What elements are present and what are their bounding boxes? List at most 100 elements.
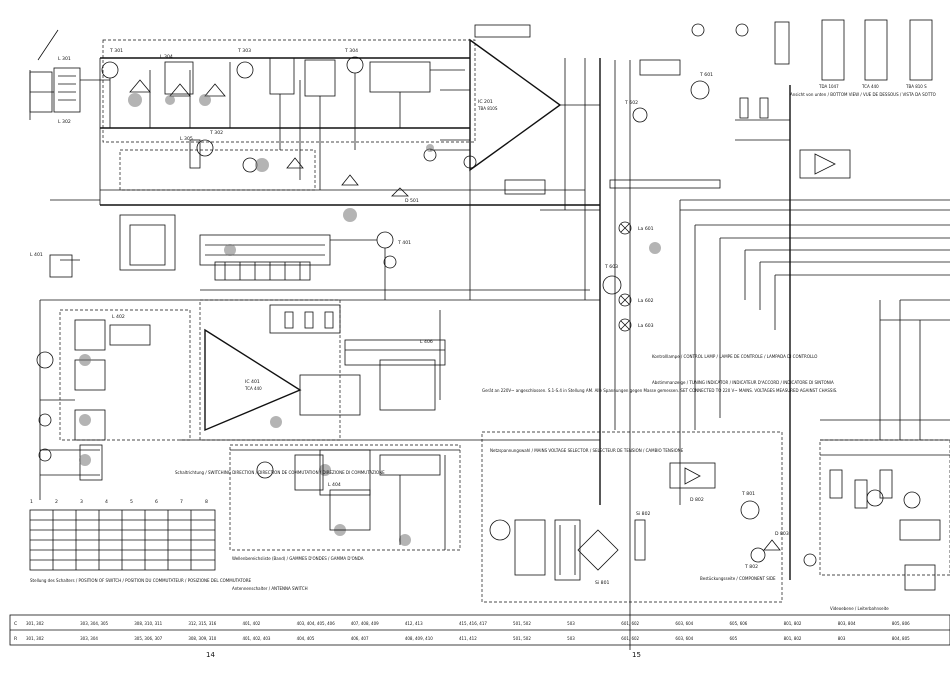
inductor-label-L301: L 301 [58, 56, 71, 62]
reference-strip: C R 301, 302 303, 304, 305 308, 310, 311 31… [9, 614, 950, 646]
lamp-label-La602: La 602 [638, 298, 654, 304]
diode-label-D501: D 501 [405, 198, 419, 204]
bottom-legend-right: Videoebene / Leiterbahnseite [830, 606, 889, 611]
strip-cell: 308, 309, 310 [188, 636, 216, 641]
switching-direction-text: Schaltrichtung / SWITCHING DIRECTION / D… [175, 470, 385, 475]
rf-stage: T 301 T 302 T 303 T 304 L 304 L 305 D 50… [101, 39, 476, 204]
strip-cell: 308, 310, 311 [134, 621, 162, 626]
switch-grid-h4: 5 [130, 499, 133, 505]
switch-grid-h0: 1 [30, 499, 33, 505]
strip-cell: 305, 306, 307 [134, 636, 162, 641]
inductor-label-L401: L 401 [30, 252, 43, 258]
antenna-note-text: Antennenschalter / ANTENNA SWITCH [232, 586, 308, 591]
audio-output-section: L 404 [229, 444, 461, 551]
strip-cell: 605 [730, 636, 738, 641]
strip-cell: 603, 604 [675, 621, 693, 626]
if-section: T 401 [119, 214, 411, 300]
fuse-label-Si802: Si 802 [636, 511, 650, 517]
switch-positions-note: Stellung des Schalters / POSITION OF SWI… [30, 578, 252, 583]
strip-cell: 404, 405 [297, 636, 315, 641]
strip-cell: 403, 404, 405, 406 [297, 621, 336, 626]
strip-cell: 303, 304, 305 [80, 621, 108, 626]
strip-cell: 803 [838, 636, 846, 641]
switch-grid-h1: 2 [55, 499, 58, 505]
strip-cell: 803, 804 [838, 621, 856, 626]
strip-cell: 415, 416, 417 [459, 621, 487, 626]
wave-band-text: Wellenbereichsliste (Band) / GAMMES D'ON… [232, 556, 364, 561]
transistor-label-T302: T 302 [209, 130, 223, 136]
transistor-label-T802: T 802 [744, 564, 758, 570]
right-switch-bank [819, 439, 950, 591]
inductor-label-L406: L 406 [420, 339, 433, 345]
ic-package-label-0: TDA 1047 [818, 84, 839, 89]
note-block-text: Gerät an 220V~ angeschlossen. S.1-S.4 in… [482, 388, 837, 393]
strip-cell: 407, 408, 409 [351, 621, 379, 626]
tuning-column: L 402 [36, 309, 191, 481]
power-supply: Si 801 T 801 T 802 D 802 D 803 Si 802 [481, 431, 817, 603]
ic-package-label-1: TCA 440 [861, 84, 879, 89]
transistor-label-T601: T 601 [699, 72, 713, 78]
switch-grid-h2: 3 [80, 499, 83, 505]
inductor-label-L302: L 302 [58, 119, 71, 125]
strip-cell: 601, 602 [621, 621, 639, 626]
strip-cell: 412, 413 [405, 621, 423, 626]
lamp-section: La 601 La 602 La 603 T 603 T 601 T 602 [602, 59, 851, 332]
diode-label-D803: D 803 [775, 531, 789, 537]
bottom-view-note: Ansicht von unten / BOTTOM VIEW / VUE DE… [790, 92, 936, 97]
mains-section-text: Netzspannungswahl / MAINS VOLTAGE SELECT… [490, 448, 684, 453]
strip-cell: 801, 802 [784, 636, 802, 641]
switch-grid-h3: 4 [105, 499, 108, 505]
ic401-block: IC 401 TCA 440 L 406 [199, 299, 446, 441]
strip-cell: 411, 412 [459, 636, 477, 641]
transistor-label-T602: T 602 [624, 100, 638, 106]
inductor-label-L402: L 402 [112, 314, 125, 320]
transistor-label-T603: T 603 [604, 264, 618, 270]
strip-cell: 312, 315, 316 [188, 621, 216, 626]
inductor-label-L304: L 304 [160, 54, 173, 60]
strip-cell: 503 [567, 636, 575, 641]
inductor-label-L305: L 305 [180, 136, 193, 142]
inductor-label-L404: L 404 [328, 482, 341, 488]
strip-cell: 406, 407 [351, 636, 369, 641]
ic401-label: IC 401 [245, 379, 260, 385]
lamp-label-La603: La 603 [638, 323, 654, 329]
strip-cell: 401, 402, 403 [242, 636, 270, 641]
strip-cell: 401, 402 [242, 621, 260, 626]
lamp-label-La601: La 601 [638, 226, 654, 232]
page-number-right: 15 [632, 651, 641, 659]
ic201-amp: IC 201 TBA 810S [423, 24, 600, 195]
strip-row-letter-C: C [14, 621, 17, 627]
bus-lines [39, 57, 950, 650]
ic201-type: TBA 810S [477, 106, 498, 111]
switch-grid-h6: 7 [180, 499, 183, 505]
transistor-label-T801: T 801 [741, 491, 755, 497]
strip-cell: 303, 304 [80, 636, 98, 641]
strip-cell: 601, 602 [621, 636, 639, 641]
antenna-input-stage: L 301 L 302 L 401 [29, 29, 110, 278]
strip-cell: 503 [567, 621, 575, 626]
strip-cell: 301, 302 [26, 636, 44, 641]
bottom-legend-left: Bestückungsseite / COMPONENT SIDE [700, 576, 776, 581]
strip-cell: 603, 604 [675, 636, 693, 641]
transistor-label-T303: T 303 [237, 48, 251, 54]
test-point-markers [79, 93, 661, 546]
ic201-label: IC 201 [478, 99, 493, 105]
control-lamps-text: Kontrolllampe / CONTROL LAMP / LAMPE DE … [652, 354, 817, 359]
diode-label-D802: D 802 [690, 497, 704, 503]
strip-cell: 501, 502 [513, 621, 531, 626]
annotation-texts: Schaltrichtung / SWITCHING DIRECTION / D… [175, 354, 889, 611]
strip-cell: 605, 606 [730, 621, 748, 626]
ic401-type: TCA 440 [244, 386, 262, 391]
strip-cell: 301, 302 [26, 621, 44, 626]
switch-matrix: 1 2 3 4 5 6 7 8 Stellung des Schalters /… [29, 499, 252, 583]
fuse-label-Si801: Si 801 [595, 580, 609, 586]
transistor-label-T301: T 301 [109, 48, 123, 54]
strip-cell: 501, 502 [513, 636, 531, 641]
switch-grid-h5: 6 [155, 499, 158, 505]
tuning-note-text: Abstimmanzeige / TUNING INDICATOR / INDI… [652, 380, 834, 385]
switch-grid-h7: 8 [205, 499, 208, 505]
strip-cell: 804, 805 [892, 636, 910, 641]
transistor-label-T401: T 401 [397, 240, 411, 246]
strip-row-letter-R: R [14, 636, 18, 642]
